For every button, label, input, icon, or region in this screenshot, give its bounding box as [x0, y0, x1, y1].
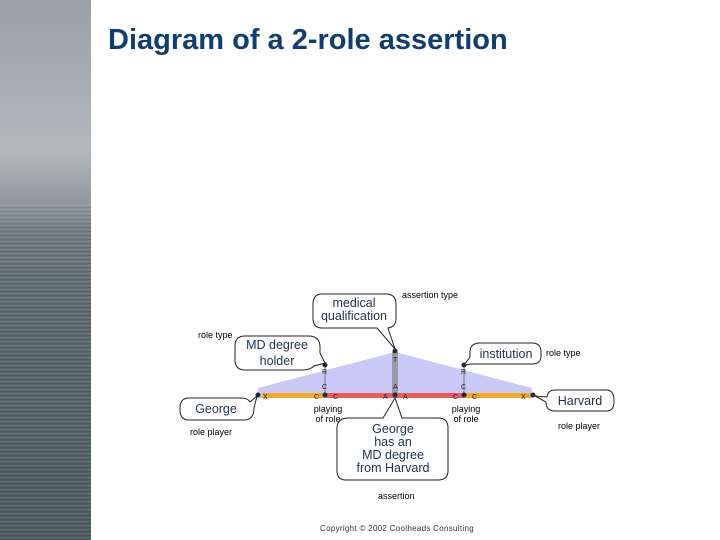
bubble-role-type-left-line2: holder — [260, 354, 295, 368]
sea-photo-strip — [0, 0, 91, 540]
node-c-right — [461, 392, 467, 398]
bubble-assertion-line1: George — [372, 422, 414, 436]
assertion-line-right — [395, 393, 464, 398]
label-role-player-left: role player — [190, 427, 232, 437]
node-t — [392, 348, 398, 354]
letter-c-left-a: C — [314, 394, 319, 401]
letter-c-right: C — [461, 384, 466, 391]
role-line-left — [262, 393, 326, 398]
letter-c-right-a: C — [453, 394, 458, 401]
label-assertion: assertion — [378, 491, 415, 501]
letter-c-right-b: C — [472, 394, 477, 401]
label-playing-of-role-left-1: playing — [314, 404, 343, 414]
bubble-assertion-line2: has an — [374, 435, 412, 449]
slide-title: Diagram of a 2-role assertion — [108, 24, 508, 56]
label-playing-of-role-right-1: playing — [452, 404, 481, 414]
bubble-assertion-type-line1: medical — [332, 296, 375, 310]
bubble-role-type-right — [462, 342, 542, 366]
label-playing-of-role-left-2: of role — [315, 414, 340, 424]
bubble-player-left — [179, 394, 258, 421]
bubble-player-right — [534, 389, 615, 412]
label-role-type-left: role type — [198, 330, 233, 340]
label-assertion-type: assertion type — [402, 290, 458, 300]
letter-a-right: A — [403, 394, 408, 401]
copyright-notice: Copyright © 2002 Coolheads Consulting — [320, 524, 474, 533]
bubble-role-type-right-text: institution — [480, 347, 533, 361]
bubble-assertion-line4: from Harvard — [357, 461, 430, 475]
letter-c-left-b: C — [333, 394, 338, 401]
label-role-player-right: role player — [558, 421, 600, 431]
bubble-player-right-text: Harvard — [558, 394, 603, 408]
bubble-player-left-text: George — [195, 402, 237, 416]
assertion-type-stem — [392, 352, 398, 395]
letter-a: A — [393, 384, 398, 391]
bubble-assertion-type — [312, 293, 397, 350]
letter-x-right: X — [521, 394, 526, 401]
label-role-type-right: role type — [546, 348, 581, 358]
bubble-assertion-type-line2: qualification — [321, 309, 387, 323]
letter-r-right: R — [461, 369, 466, 376]
letter-x-left: X — [263, 394, 268, 401]
node-c-left — [322, 392, 328, 398]
letter-t: T — [393, 357, 398, 364]
bubble-assertion-line3: MD degree — [362, 448, 424, 462]
letter-a-left: A — [383, 394, 388, 401]
label-playing-of-role-right-2: of role — [453, 414, 478, 424]
assertion-line-left — [326, 393, 395, 398]
bubble-role-type-left — [234, 335, 326, 371]
bubble-assertion — [336, 396, 449, 481]
role-line-right — [464, 393, 532, 398]
bubble-role-type-left-line1: MD degree — [246, 338, 308, 352]
node-a — [392, 392, 398, 398]
node-x-right — [530, 392, 536, 398]
letter-r-left: R — [322, 369, 327, 376]
letter-c-left: C — [322, 384, 327, 391]
